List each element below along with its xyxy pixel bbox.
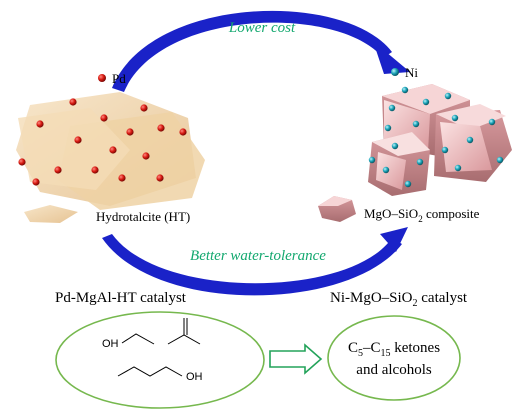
top-arrow-label: Lower cost	[228, 20, 296, 36]
products-sub-1: 5	[358, 348, 363, 359]
products-border	[327, 315, 461, 401]
composite-block-face	[376, 152, 406, 190]
process-arrow	[269, 343, 323, 375]
ethanol-oh-label: OH	[102, 338, 119, 350]
pd-particle	[91, 166, 99, 174]
products-sub-2: 15	[380, 348, 390, 359]
composite-legend: MgO–SiO2 composite	[318, 196, 480, 224]
pd-particle	[118, 174, 126, 182]
bottom-arrow-label: Better water-tolerance	[190, 248, 326, 264]
bottom-arrow	[102, 227, 408, 296]
ni-particle	[388, 104, 396, 112]
ni-particle	[444, 92, 452, 100]
products-c1: C	[348, 340, 358, 356]
composite-block-face	[440, 122, 492, 172]
pd-particle	[18, 158, 26, 166]
pd-particle	[179, 128, 187, 136]
ni-particle	[391, 142, 399, 150]
pd-particle	[126, 128, 134, 136]
pd-particle	[157, 124, 165, 132]
ni-particle	[416, 158, 424, 166]
composite-legend-sub: 2	[418, 214, 423, 224]
top-arrow	[112, 10, 410, 92]
pd-legend-label: Pd	[112, 71, 126, 86]
pd-particle	[142, 152, 150, 160]
left-catalyst-label: Pd-MgAl-HT catalyst	[55, 290, 187, 306]
ethanol-skeleton	[121, 333, 155, 345]
reactants-ellipse: OH OH	[55, 311, 265, 409]
pd-particles	[18, 98, 187, 186]
pd-particle	[100, 114, 108, 122]
reactants-border	[55, 311, 265, 409]
ni-particle	[466, 136, 474, 144]
products-rest: ketones	[390, 340, 440, 356]
ni-particle	[404, 180, 412, 188]
hydrotalcite-sheets	[16, 92, 205, 210]
ni-particle	[401, 86, 409, 94]
products-line-2: and alcohols	[356, 362, 432, 378]
pd-particle	[69, 98, 77, 106]
ni-legend: Ni	[391, 65, 418, 80]
ni-particle	[384, 124, 392, 132]
ni-particle	[382, 166, 390, 174]
ni-particles	[368, 86, 504, 188]
right-catalyst-pre: Ni-MgO–SiO	[330, 290, 413, 306]
butanol-oh-label: OH	[186, 371, 203, 383]
right-catalyst-sub: 2	[413, 298, 418, 309]
ni-particle	[368, 156, 376, 164]
pd-particle	[32, 178, 40, 186]
products-line-1: C5–C15 ketones	[348, 340, 440, 359]
process-arrow-shape	[269, 343, 323, 375]
pd-legend-dot	[98, 74, 106, 82]
ni-particle	[422, 98, 430, 106]
composite-block-top	[372, 132, 430, 156]
butanol-skeleton	[117, 366, 183, 377]
composite-legend-top	[318, 196, 352, 206]
ni-particle	[488, 118, 496, 126]
ni-particle	[496, 156, 504, 164]
top-arrowhead	[373, 41, 410, 74]
products-ellipse: C5–C15 ketones and alcohols	[327, 315, 461, 401]
ht-legend: Hydrotalcite (HT)	[24, 205, 190, 224]
bottom-arrowhead	[380, 227, 408, 252]
pd-particle	[74, 136, 82, 144]
composite-legend-post: composite	[423, 206, 480, 221]
composite-legend-pre: MgO–SiO	[364, 206, 418, 221]
composite-particles	[368, 84, 512, 196]
ht-legend-swatch	[24, 205, 78, 223]
pd-particle	[36, 120, 44, 128]
ht-legend-label: Hydrotalcite (HT)	[96, 209, 190, 224]
pd-legend: Pd	[98, 71, 126, 86]
ni-legend-label: Ni	[405, 65, 418, 80]
ni-particle	[412, 120, 420, 128]
composite-legend-label: MgO–SiO2 composite	[364, 206, 480, 224]
pd-particle	[54, 166, 62, 174]
composite-block-top	[436, 104, 506, 130]
ni-legend-dot	[391, 68, 399, 76]
ni-particle	[451, 114, 459, 122]
pd-particle	[156, 174, 164, 182]
right-catalyst-label: Ni-MgO–SiO2 catalyst	[330, 290, 468, 309]
pd-particle	[140, 104, 148, 112]
products-dash: –C	[362, 340, 381, 356]
ni-particle	[441, 146, 449, 154]
pd-particle	[109, 146, 117, 154]
right-catalyst-post: catalyst	[418, 290, 468, 306]
ht-sheet-3	[18, 108, 130, 190]
ni-particle	[454, 164, 462, 172]
